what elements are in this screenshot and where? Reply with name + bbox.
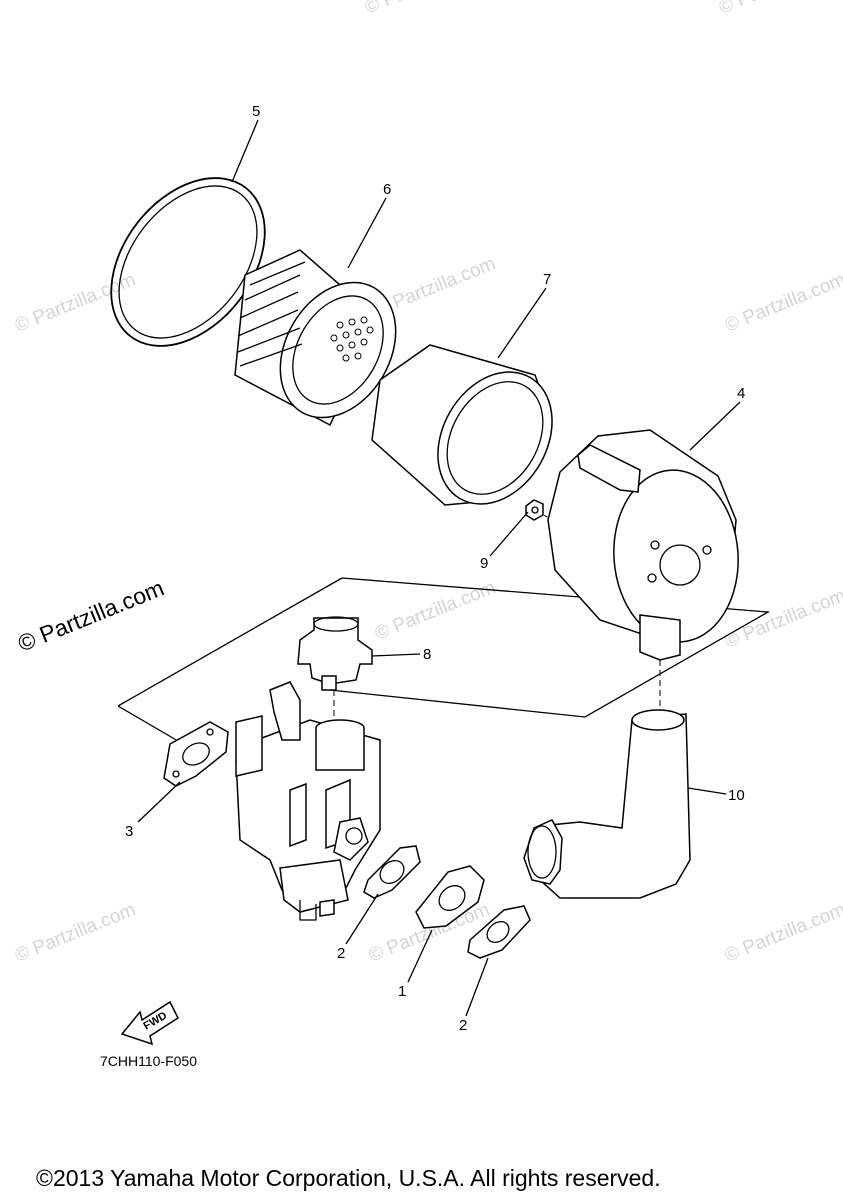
part-label-9: 9 <box>480 555 488 572</box>
part-8-joint <box>297 616 373 691</box>
part-label-6: 6 <box>383 181 391 198</box>
watermark: © Partzilla.com <box>12 899 139 966</box>
part-label-4: 4 <box>737 385 745 402</box>
watermark: © Partzilla.com <box>722 269 843 336</box>
part-label-2: 2 <box>459 1017 467 1034</box>
watermark: © Partzilla.com <box>722 585 843 652</box>
part-label-8: 8 <box>423 646 431 663</box>
part-5-ring <box>110 177 266 347</box>
part-4-case <box>547 429 739 661</box>
watermark: © Partzilla.com <box>372 577 499 644</box>
drawing-code: 7CHH110-F050 <box>100 1053 197 1069</box>
leader-lines <box>137 119 741 1017</box>
watermark: © Partzilla.com <box>722 899 843 966</box>
part-1-insulator <box>415 865 485 929</box>
part-label-2: 2 <box>337 945 345 962</box>
watermark: © Partzilla.com <box>716 0 843 19</box>
part-3-gasket <box>163 721 229 787</box>
assembly-outline <box>117 577 771 742</box>
fwd-arrow-icon: FWD <box>120 1000 179 1046</box>
part-labels: 5 6 7 4 9 8 3 10 2 1 2 <box>125 103 745 1034</box>
part-10-elbow <box>523 709 691 899</box>
part-label-1: 1 <box>398 983 406 1000</box>
part-label-3: 3 <box>125 823 133 840</box>
part-label-5: 5 <box>252 103 260 120</box>
watermark-large: © Partzilla.com <box>14 574 167 656</box>
copyright-notice: ©2013 Yamaha Motor Corporation, U.S.A. A… <box>36 1165 661 1191</box>
part-label-10: 10 <box>728 787 745 804</box>
part-9-nut <box>525 499 544 521</box>
part-label-7: 7 <box>543 271 551 288</box>
watermark: © Partzilla.com <box>362 0 489 19</box>
part-2-gasket-a <box>363 845 421 899</box>
part-7-sleeve <box>371 344 553 506</box>
carburetor <box>235 681 381 921</box>
part-6-filter <box>234 249 397 427</box>
part-2-gasket-b <box>467 905 531 959</box>
